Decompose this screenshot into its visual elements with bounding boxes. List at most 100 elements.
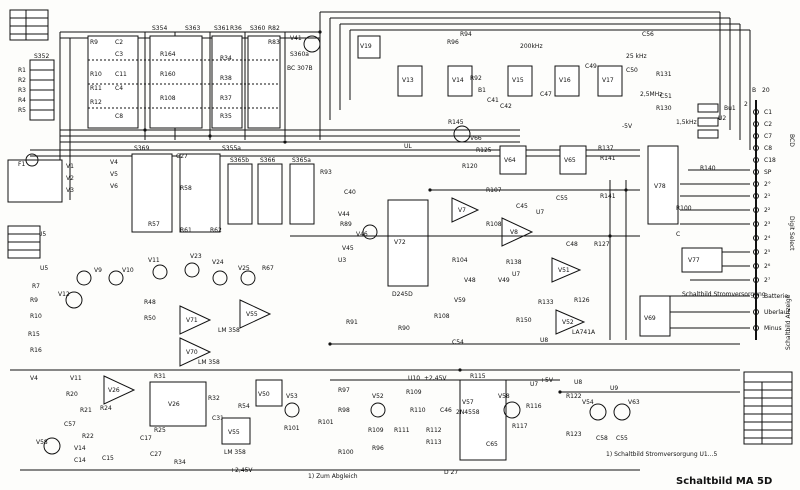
svg-text:R3: R3	[18, 87, 26, 94]
svg-text:C58: C58	[596, 435, 608, 442]
svg-text:2¹: 2¹	[764, 193, 771, 200]
svg-text:V58: V58	[498, 393, 510, 400]
svg-text:R109: R109	[406, 389, 422, 396]
svg-text:V52: V52	[372, 393, 384, 400]
svg-text:R96: R96	[447, 39, 459, 46]
svg-text:2N4558: 2N4558	[456, 409, 480, 416]
svg-text:C49: C49	[585, 63, 597, 70]
svg-text:V11: V11	[70, 375, 82, 382]
svg-text:2⁴: 2⁴	[764, 235, 771, 242]
svg-text:V14: V14	[452, 77, 464, 84]
svg-text:V45: V45	[342, 245, 354, 252]
svg-text:25 kHz: 25 kHz	[626, 53, 647, 60]
svg-text:V70: V70	[186, 349, 198, 356]
svg-text:C51: C51	[660, 93, 672, 100]
svg-text:V46: V46	[356, 231, 368, 238]
svg-text:R101: R101	[318, 419, 334, 426]
svg-text:S363: S363	[185, 25, 200, 32]
svg-text:V14: V14	[74, 445, 86, 452]
svg-text:U7: U7	[512, 271, 520, 278]
svg-text:R62: R62	[210, 227, 222, 234]
svg-text:B: B	[752, 87, 756, 94]
svg-text:S369: S369	[134, 145, 149, 152]
svg-text:U2: U2	[718, 115, 726, 122]
svg-text:R5: R5	[18, 107, 26, 114]
svg-text:R90: R90	[398, 325, 410, 332]
display-driver-ic: V78 R140 V77 Schaltbild Stromversorgung …	[639, 145, 766, 337]
svg-text:C11: C11	[115, 71, 127, 78]
svg-text:R108: R108	[486, 221, 502, 228]
svg-text:V57: V57	[462, 399, 474, 406]
svg-text:C56: C56	[642, 31, 654, 38]
svg-text:R25: R25	[154, 427, 166, 434]
svg-text:LM 358: LM 358	[198, 359, 220, 366]
svg-text:V2: V2	[66, 175, 74, 182]
top-left-table	[9, 9, 49, 41]
svg-text:R35: R35	[220, 113, 232, 120]
svg-text:V51: V51	[558, 267, 570, 274]
svg-text:V69: V69	[644, 315, 656, 322]
svg-text:R9: R9	[30, 297, 38, 304]
svg-text:R108: R108	[160, 95, 176, 102]
svg-text:R94: R94	[460, 31, 472, 38]
svg-text:S360: S360	[250, 25, 265, 32]
svg-text:V4: V4	[110, 159, 118, 166]
svg-text:V16: V16	[559, 77, 571, 84]
svg-text:V11: V11	[148, 257, 160, 264]
svg-text:R12: R12	[90, 99, 102, 106]
svg-text:SP: SP	[764, 169, 772, 176]
svg-text:R37: R37	[220, 95, 232, 102]
legend-table	[743, 371, 793, 445]
svg-text:C41: C41	[487, 97, 499, 104]
svg-text:V64: V64	[504, 157, 516, 164]
svg-text:R116: R116	[526, 403, 542, 410]
svg-text:C14: C14	[74, 457, 86, 464]
right-inverters: Bu1 2 B 20 U2	[697, 87, 770, 139]
svg-text:R89: R89	[340, 221, 352, 228]
svg-text:C18: C18	[764, 157, 776, 164]
svg-text:2: 2	[744, 101, 748, 108]
svg-text:R34: R34	[220, 55, 232, 62]
svg-text:R140: R140	[700, 165, 716, 172]
svg-text:V78: V78	[654, 183, 666, 190]
svg-text:R91: R91	[346, 319, 358, 326]
svg-text:V25: V25	[238, 265, 250, 272]
svg-text:R38: R38	[220, 75, 232, 82]
svg-text:C7: C7	[764, 133, 772, 140]
svg-text:C27: C27	[176, 153, 188, 160]
svg-text:V41: V41	[290, 35, 302, 42]
ic-row-top: V19 V13 V14 V15 V16 V17	[357, 35, 623, 97]
svg-text:R108: R108	[434, 313, 450, 320]
svg-text:S354: S354	[152, 25, 167, 32]
svg-text:R126: R126	[574, 297, 590, 304]
switch-bank-middle: S369 S355a S365b S366 S365a C27 R58 R62 …	[131, 145, 332, 234]
svg-text:U7: U7	[536, 209, 544, 216]
svg-text:V52: V52	[562, 319, 574, 326]
svg-text:R113: R113	[426, 439, 442, 446]
svg-text:U5: U5	[40, 265, 48, 272]
svg-text:C8: C8	[764, 145, 772, 152]
v41-transistor: V41 BC 307B R82 R83 S360a	[268, 25, 321, 72]
svg-text:V12: V12	[58, 291, 70, 298]
svg-text:2⁵: 2⁵	[764, 249, 771, 256]
svg-text:V59: V59	[454, 297, 466, 304]
svg-text:Bu1: Bu1	[724, 105, 736, 112]
svg-text:V8: V8	[510, 229, 518, 236]
svg-text:R111: R111	[394, 427, 410, 434]
svg-text:V5: V5	[110, 171, 118, 178]
diagram-title: Schaltbild MA 5D	[676, 476, 772, 487]
svg-text:R138: R138	[506, 259, 522, 266]
svg-text:V13: V13	[402, 77, 414, 84]
svg-text:V3: V3	[66, 187, 74, 194]
svg-text:R131: R131	[656, 71, 672, 78]
svg-text:R36: R36	[230, 25, 242, 32]
svg-text:V23: V23	[190, 253, 202, 260]
svg-text:R141: R141	[600, 155, 616, 162]
svg-text:R150: R150	[516, 317, 532, 324]
svg-text:R67: R67	[262, 265, 274, 272]
svg-text:R120: R120	[462, 163, 478, 170]
svg-text:R61: R61	[180, 227, 192, 234]
svg-text:R122: R122	[566, 393, 582, 400]
svg-text:V54: V54	[582, 399, 594, 406]
